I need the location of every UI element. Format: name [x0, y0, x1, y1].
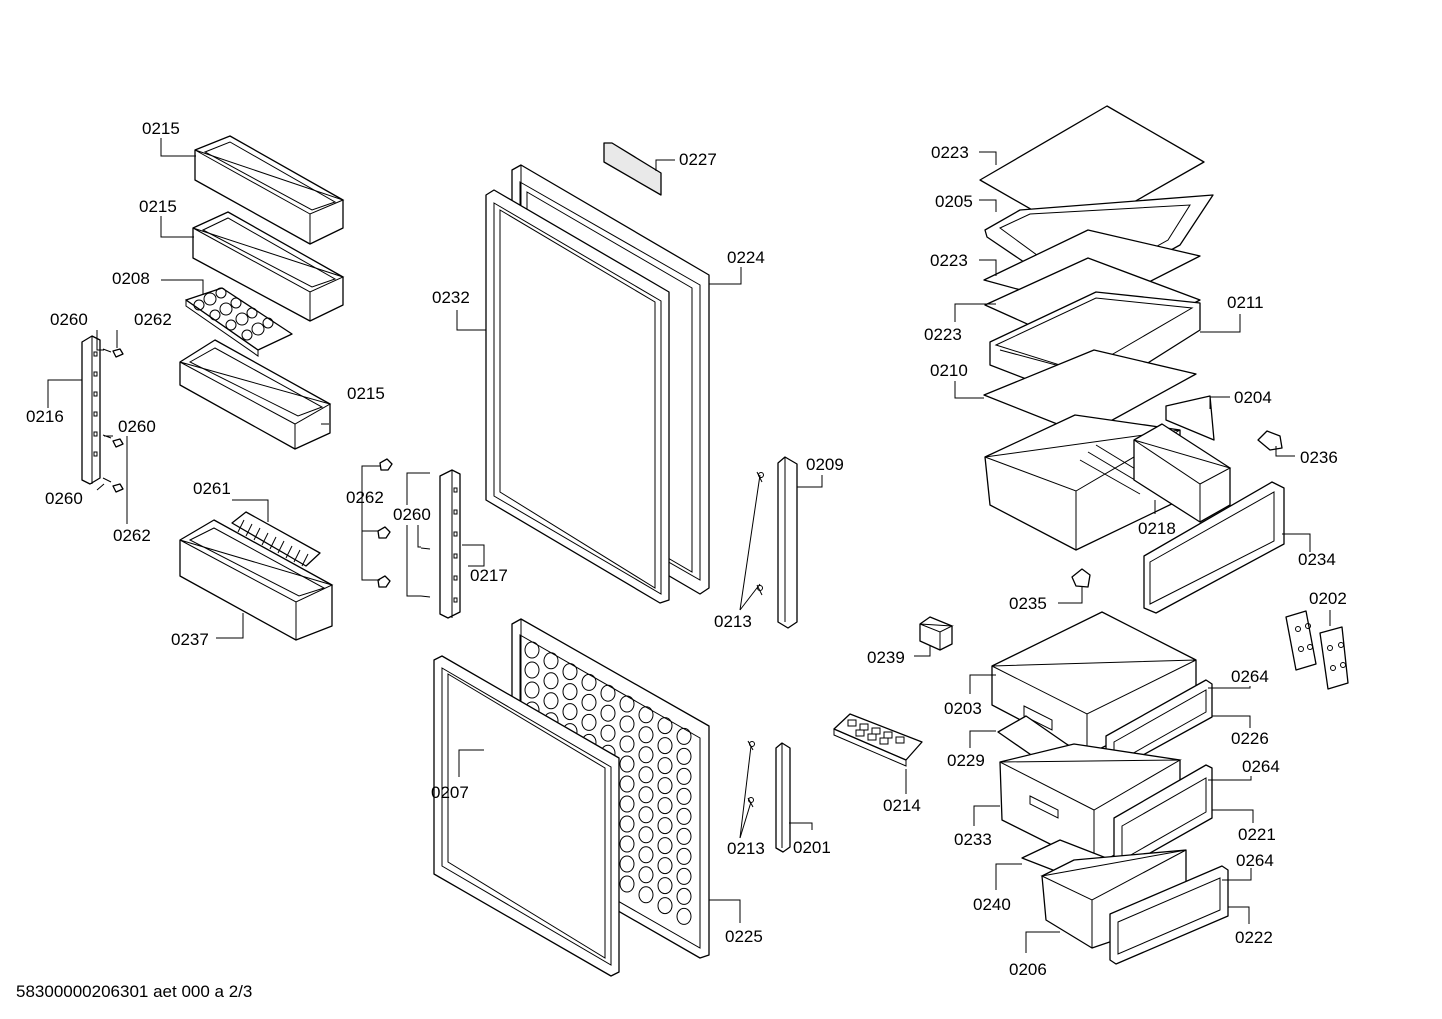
label-0218: 0218	[1138, 519, 1176, 538]
leader-lines	[47, 138, 1331, 953]
label-0217: 0217	[470, 566, 508, 585]
freezer-door-gasket	[433, 655, 620, 977]
label-0223: 0223	[931, 143, 969, 162]
label-0203: 0203	[944, 699, 982, 718]
screws-lower-handle	[747, 740, 755, 808]
label-0233: 0233	[954, 830, 992, 849]
label-0209: 0209	[806, 455, 844, 474]
crisper-divider	[1165, 395, 1215, 441]
glass-shelf-4	[983, 349, 1197, 436]
small-crisper-box	[1133, 423, 1232, 523]
label-0223: 0223	[930, 251, 968, 270]
hinge-parts-mid	[377, 458, 431, 598]
label-0264: 0264	[1231, 667, 1269, 686]
label-0225: 0225	[725, 927, 763, 946]
label-0202: 0202	[1309, 589, 1347, 608]
label-0208: 0208	[112, 269, 150, 288]
label-0222: 0222	[1235, 928, 1273, 947]
ice-cube-tray	[833, 713, 923, 767]
small-clip-2	[1071, 568, 1091, 588]
drawer-front-3	[1109, 865, 1229, 965]
label-0226: 0226	[1231, 729, 1269, 748]
bottle-divider	[231, 511, 321, 567]
door-shelf-middle	[192, 211, 345, 322]
label-0260: 0260	[50, 310, 88, 329]
label-0213: 0213	[714, 612, 752, 631]
label-0216: 0216	[26, 407, 64, 426]
label-0229: 0229	[947, 751, 985, 770]
ice-pack-1	[1285, 610, 1317, 671]
label-0234: 0234	[1298, 550, 1336, 569]
label-0205: 0205	[935, 192, 973, 211]
door-handle-upper	[777, 456, 798, 629]
clip-part	[1257, 430, 1283, 451]
door-shelf-top	[194, 135, 345, 245]
label-0211: 0211	[1227, 293, 1264, 312]
label-0262: 0262	[134, 310, 172, 329]
label-0210: 0210	[930, 361, 968, 380]
label-0213: 0213	[727, 839, 765, 858]
label-0236: 0236	[1300, 448, 1338, 467]
label-0262: 0262	[346, 488, 384, 507]
part-labels: 0215 0215 0208 0260 0262 0216 0215 0260 …	[26, 119, 1347, 979]
label-0227: 0227	[679, 150, 717, 169]
crisper-front-panel	[1143, 481, 1285, 614]
label-0215: 0215	[347, 384, 385, 403]
label-0260: 0260	[393, 505, 431, 524]
label-0260: 0260	[118, 417, 156, 436]
label-0232: 0232	[432, 288, 470, 307]
side-rail-left	[81, 335, 101, 485]
drawing-reference-number: 58300000206301 aet 000 a 2/3	[16, 982, 253, 1001]
label-0261: 0261	[193, 479, 231, 498]
door-shelf-lower	[179, 339, 332, 450]
label-0201: 0201	[793, 838, 831, 857]
label-0221: 0221	[1238, 825, 1276, 844]
label-0264: 0264	[1242, 757, 1280, 776]
door-handle-lower	[775, 742, 791, 853]
label-0214: 0214	[883, 796, 921, 815]
label-0204: 0204	[1234, 388, 1272, 407]
egg-tray	[185, 287, 293, 357]
side-rail-right	[439, 469, 461, 619]
label-0262: 0262	[113, 526, 151, 545]
label-0206: 0206	[1009, 960, 1047, 979]
label-0235: 0235	[1009, 594, 1047, 613]
label-0215: 0215	[142, 119, 180, 138]
label-0223: 0223	[924, 325, 962, 344]
label-0260: 0260	[45, 489, 83, 508]
small-box-part	[919, 616, 954, 651]
label-0239: 0239	[867, 648, 905, 667]
bottle-shelf	[179, 519, 334, 641]
fridge-door-gasket	[485, 189, 670, 604]
label-0207: 0207	[431, 783, 469, 802]
label-0215: 0215	[139, 197, 177, 216]
label-0237: 0237	[171, 630, 209, 649]
label-0224: 0224	[727, 248, 765, 267]
label-0240: 0240	[973, 895, 1011, 914]
ice-pack-2	[1319, 626, 1349, 690]
crisper-drawer	[984, 414, 1181, 551]
door-label	[603, 142, 662, 196]
label-0264: 0264	[1236, 851, 1274, 870]
